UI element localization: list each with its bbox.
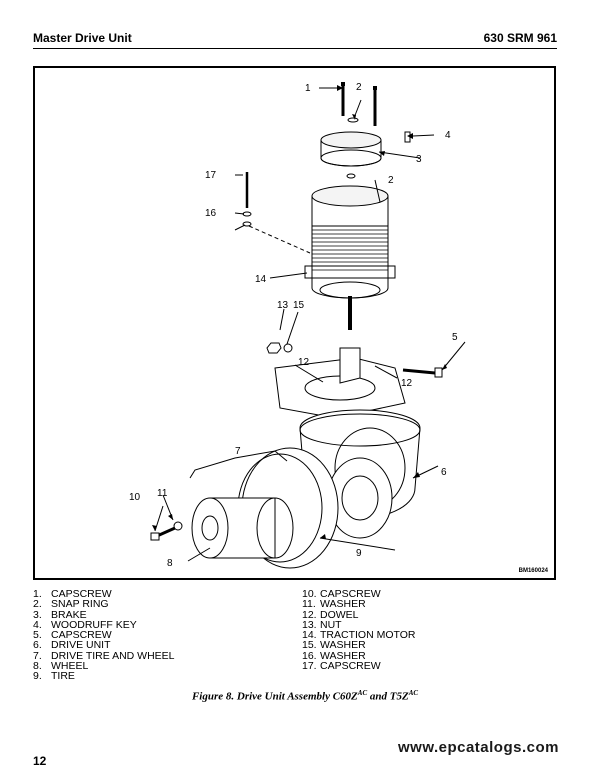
legend-item-number: 4. xyxy=(33,618,42,631)
legend-item-number: 11. xyxy=(302,598,316,611)
legend-item: 11. WASHER xyxy=(302,598,415,611)
page-number: 12 xyxy=(33,754,47,768)
caption-prefix: Figure 8. Drive Unit Assembly C60Z xyxy=(191,690,358,703)
caption-middle: and T5Z xyxy=(367,690,409,703)
drawing-id: BM160024 xyxy=(518,568,548,574)
legend-item: 6. DRIVE UNIT xyxy=(33,639,175,652)
legend-item: 14.TRACTION MOTOR xyxy=(302,629,416,642)
legend-item-label: CAPSCREW xyxy=(51,629,112,642)
legend-item-number: 2. xyxy=(33,598,42,611)
callout-6: 6 xyxy=(441,467,447,478)
legend-item: 5. CAPSCREW xyxy=(33,629,175,642)
legend-item-number: 14. xyxy=(302,629,317,642)
drive-unit-exploded-drawing: 1 2 2 3 4 5 6 7 8 9 10 11 12 12 13 14 15… xyxy=(129,82,466,569)
legend-item-label: CAPSCREW xyxy=(320,588,381,600)
legend-item-label: WASHER xyxy=(320,639,366,652)
legend-item: 10.CAPSCREW xyxy=(302,588,415,600)
legend-column-2: 10.CAPSCREW 11.WASHER 12.DOWEL 13.NUT 14… xyxy=(302,588,416,673)
legend-item: 12.DOWEL xyxy=(302,608,415,621)
legend-item-label: CAPSCREW xyxy=(51,588,112,600)
callout-13: 13 xyxy=(277,300,289,311)
legend-item-label: DRIVE UNIT xyxy=(51,639,111,652)
figure-caption: Figure 8. Drive Unit Assembly C60ZAC and… xyxy=(0,689,610,703)
legend-item: 7. DRIVE TIRE AND WHEEL xyxy=(33,649,175,662)
legend-item-number: 12. xyxy=(302,608,317,621)
legend-item-label: SNAP RING xyxy=(51,598,109,611)
legend-item-number: 3. xyxy=(33,608,42,621)
legend-item: 9. TIRE xyxy=(33,670,175,683)
legend-item-label: WHEEL xyxy=(51,660,89,673)
callout-12-left: 12 xyxy=(298,357,310,368)
legend-item-label: BRAKE xyxy=(51,608,87,621)
legend-item-number: 1. xyxy=(33,588,42,600)
legend-item: 3. BRAKE xyxy=(33,608,175,621)
legend-item-number: 8. xyxy=(33,660,42,673)
legend-item-label: CAPSCREW xyxy=(320,660,381,673)
callout-16: 16 xyxy=(205,208,217,219)
legend-item-label: WOODRUFF KEY xyxy=(51,618,137,631)
legend-item-number: 5. xyxy=(33,629,42,642)
callout-2-top: 2 xyxy=(356,82,362,93)
legend-item: 15.WASHER xyxy=(302,639,415,652)
legend-item-label: WASHER xyxy=(320,598,366,611)
legend-item-label: DOWEL xyxy=(320,608,359,621)
legend-item: 4. WOODRUFF KEY xyxy=(33,618,175,631)
watermark-text: www.epcatalogs.com xyxy=(398,739,559,756)
callout-9: 9 xyxy=(356,548,362,559)
legend-item-label: WASHER xyxy=(320,649,366,662)
header-section-title: Master Drive Unit xyxy=(33,31,132,45)
callout-2-motor: 2 xyxy=(388,175,394,186)
legend-item-number: 7. xyxy=(33,649,42,662)
callout-1: 1 xyxy=(305,83,311,94)
callout-5: 5 xyxy=(452,332,458,343)
callout-4: 4 xyxy=(445,130,451,141)
legend-item-number: 13. xyxy=(302,618,317,631)
legend-item-number: 16. xyxy=(302,649,317,662)
legend-item: 8. WHEEL xyxy=(33,660,175,673)
legend-item-number: 6. xyxy=(33,639,42,652)
legend-item: 1. CAPSCREW xyxy=(33,588,175,600)
callout-17: 17 xyxy=(205,170,217,181)
exploded-view-figure: 1 2 2 3 4 5 6 7 8 9 10 11 12 12 13 14 15… xyxy=(33,66,556,580)
legend-item: 17.CAPSCREW xyxy=(302,660,415,673)
header-doc-code: 630 SRM 961 xyxy=(483,31,557,45)
legend-item-number: 17. xyxy=(302,660,317,673)
callout-7: 7 xyxy=(235,446,241,457)
header-rule xyxy=(33,48,557,49)
legend-item-label: DRIVE TIRE AND WHEEL xyxy=(51,649,175,662)
legend-item-number: 9. xyxy=(33,670,42,683)
callout-3: 3 xyxy=(416,154,422,165)
legend-item: 13.NUT xyxy=(302,618,415,631)
legend-item-number: 10. xyxy=(302,588,317,600)
caption-superscript-1: AC xyxy=(357,689,368,697)
callout-10: 10 xyxy=(129,492,141,503)
callout-15: 15 xyxy=(293,300,305,311)
legend-item-label: TIRE xyxy=(51,670,75,683)
callout-14: 14 xyxy=(255,274,267,285)
legend-item-label: NUT xyxy=(320,618,342,631)
callout-12-right: 12 xyxy=(401,378,413,389)
legend-item: 16.WASHER xyxy=(302,649,415,662)
callout-8: 8 xyxy=(167,558,173,569)
legend-item-number: 15. xyxy=(302,639,317,652)
caption-superscript-2: AC xyxy=(408,689,419,697)
legend-column-1: 1. CAPSCREW 2. SNAP RING 3. BRAKE 4. WOODRUF… xyxy=(33,589,175,682)
callout-11: 11 xyxy=(157,488,168,499)
legend-item-label: TRACTION MOTOR xyxy=(320,629,416,642)
legend-item: 2. SNAP RING xyxy=(33,598,175,611)
